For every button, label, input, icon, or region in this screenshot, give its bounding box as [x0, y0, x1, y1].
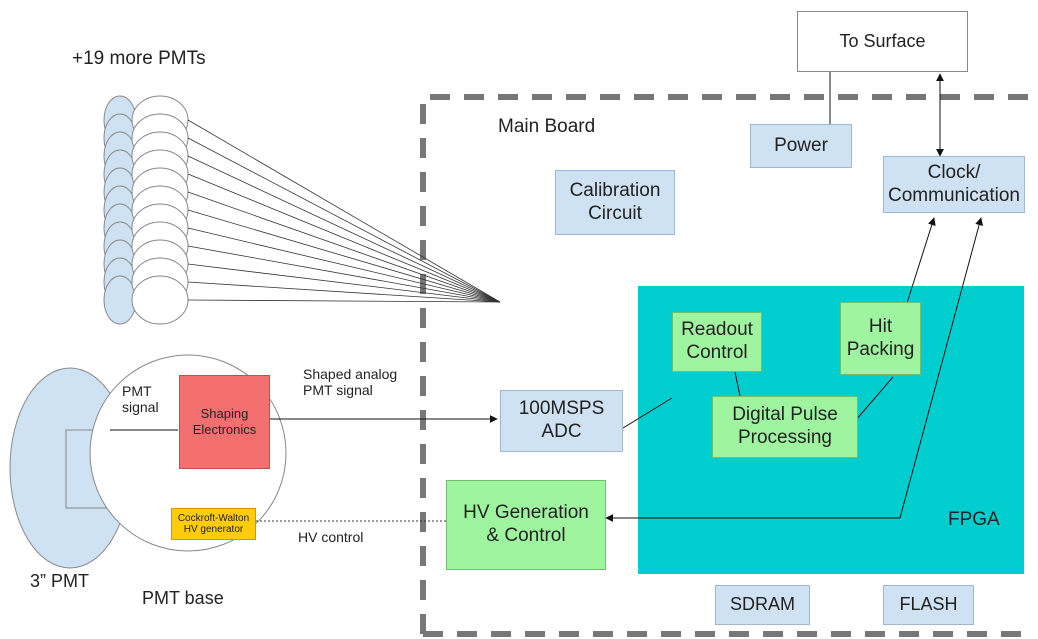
sdram-block: SDRAM: [715, 585, 810, 625]
pmt-fan-line: [187, 155, 501, 303]
hv-generation-control-block: HV Generation & Control: [446, 480, 606, 570]
pmt-fan-line: [187, 227, 501, 303]
hit-packing-block: Hit Packing: [840, 302, 921, 375]
pmt-fan-lines: [187, 119, 501, 303]
pmt-fan-line: [187, 137, 501, 303]
pmt-fan-line: [187, 173, 501, 303]
pmt-array-body: [131, 275, 189, 325]
flash-block: FLASH: [883, 585, 974, 625]
pmt-fan-line: [187, 119, 501, 303]
pmt-array-face: [103, 275, 137, 325]
pmt-array-label: +19 more PMTs: [72, 48, 206, 69]
pmt-fan-line: [187, 191, 501, 303]
main-board-label: Main Board: [498, 116, 596, 137]
shaped-signal-label: Shaped analog PMT signal: [303, 366, 398, 399]
pmt-signal-label: PMT signal: [122, 383, 159, 416]
clock-communication-block: Clock/ Communication: [883, 156, 1025, 213]
to-surface-block: To Surface: [797, 11, 968, 72]
power-block: Power: [750, 124, 852, 168]
pmt-fan-line: [187, 209, 501, 303]
digital-pulse-processing-block: Digital Pulse Processing: [712, 396, 858, 458]
pmt-fan-line: [187, 245, 501, 303]
fpga-label: FPGA: [948, 509, 1000, 530]
hv-control-label: HV control: [298, 529, 364, 545]
calibration-circuit-block: Calibration Circuit: [555, 170, 675, 235]
adc-block: 100MSPS ADC: [500, 390, 623, 452]
pmt-fan-line: [187, 281, 501, 303]
main-board-border: [420, 94, 1028, 637]
readout-to-digital-line: [734, 371, 741, 397]
cockcroft-walton-block: Cockroft-Walton HV generator: [171, 508, 256, 540]
hit-to-clock-arrow: [906, 217, 936, 304]
fpga-to-clock-arrow: [899, 217, 983, 519]
adc-to-readout-line: [622, 397, 673, 429]
pmt-base-label: PMT base: [142, 588, 224, 608]
readout-control-block: Readout Control: [672, 312, 762, 372]
shaping-electronics-block: Shaping Electronics: [179, 375, 270, 469]
pmt-3inch-label: 3” PMT: [30, 571, 90, 591]
pmt-array: [103, 95, 189, 325]
pmt-fan-line: [187, 263, 501, 303]
digital-to-hit-line: [855, 376, 894, 421]
pmt-fan-line: [187, 299, 501, 303]
